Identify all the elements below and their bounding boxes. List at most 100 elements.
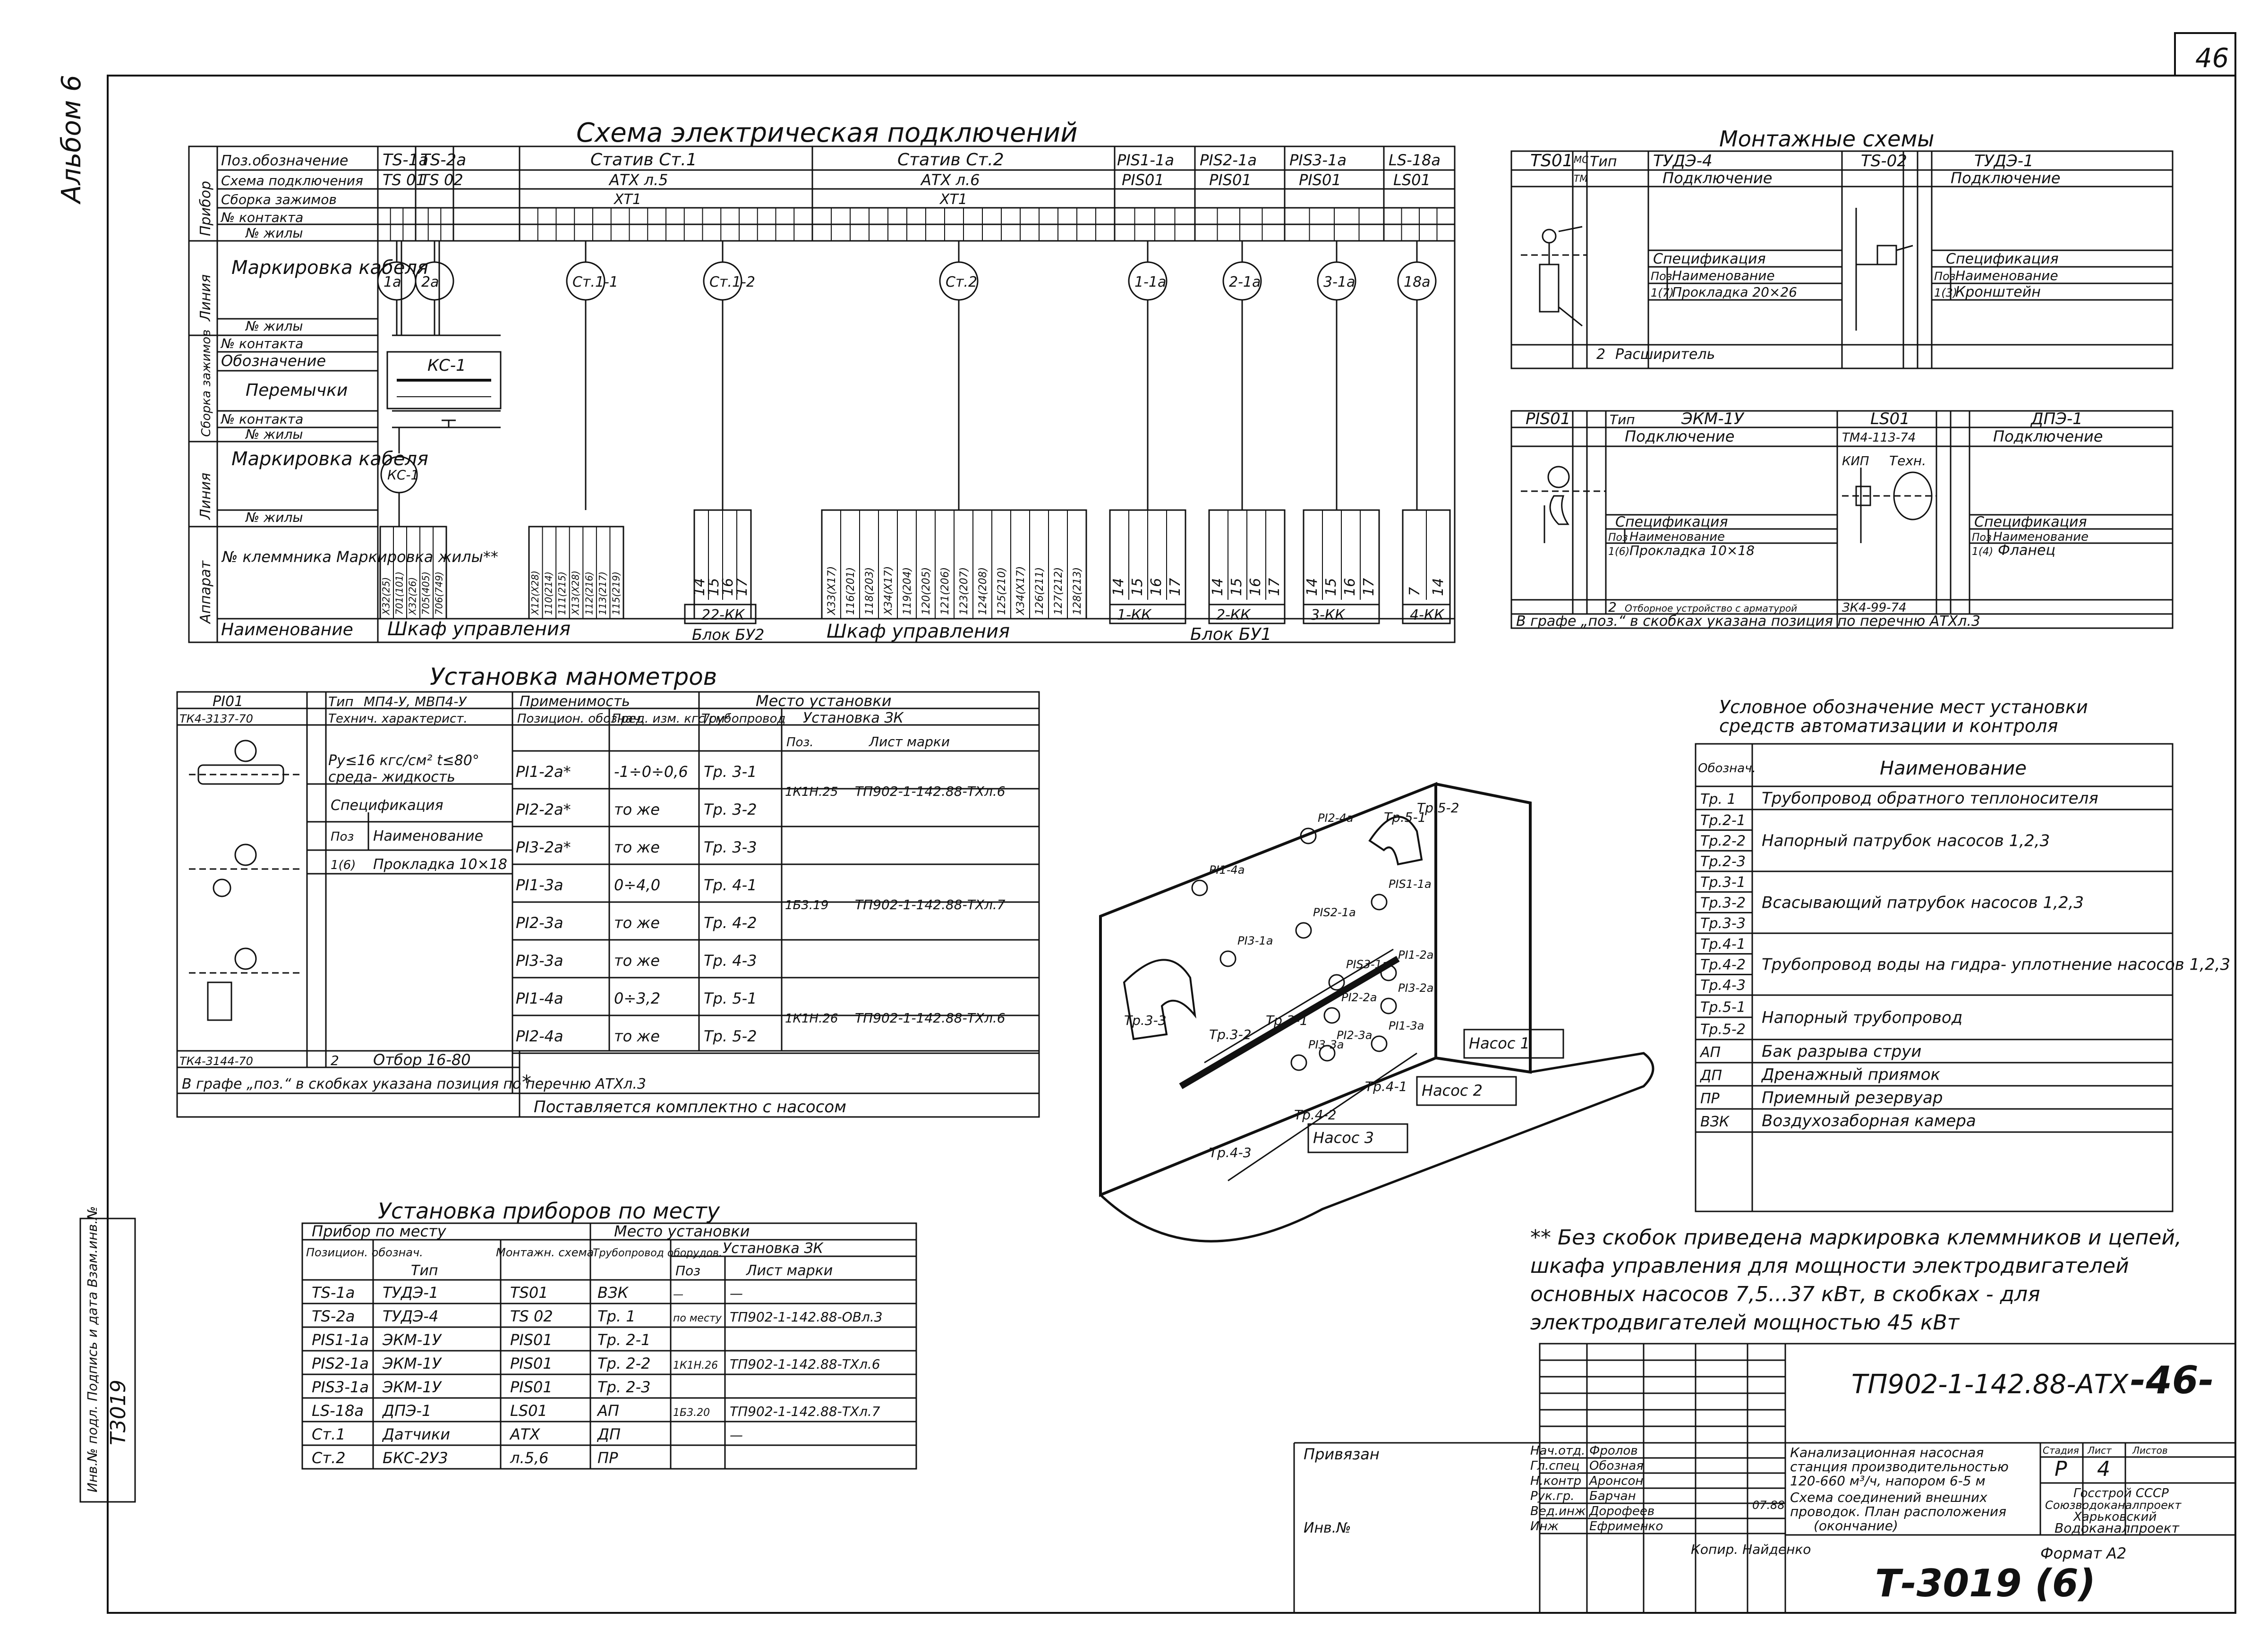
mano-pipe: Тр. 4-2	[704, 914, 757, 932]
iso-instrument-label: PI1-4а	[1209, 863, 1245, 877]
cable-label: Ст.1-2	[709, 274, 755, 290]
cabinet-label: Шкаф управления	[827, 621, 1010, 642]
group-label: Сборка зажимов	[199, 330, 213, 437]
dev-pos: Ст.2	[312, 1449, 346, 1467]
ts01-row1-name: Прокладка 20×26	[1672, 284, 1797, 300]
terminal-label: 123(207)	[958, 567, 970, 615]
iso-instrument-label: PI3-2а	[1398, 981, 1433, 995]
legend-name: Воздухозаборная камера	[1762, 1112, 1976, 1131]
mano-sheet: ТП902-1-142.88-ТХл.7	[855, 897, 1006, 912]
dev-pipe: Тр. 2-1	[597, 1331, 650, 1349]
terminal-label: Х34(Х17)	[1015, 566, 1027, 615]
iso-instrument-label: PI1-2а	[1398, 948, 1433, 962]
iso-instrument	[1219, 950, 1236, 967]
pis01-conn: Подключение	[1625, 427, 1734, 445]
terminal-label: 16	[1247, 578, 1264, 596]
iso-instrument	[1328, 974, 1345, 991]
iso-instrument	[1300, 827, 1317, 844]
terminal-label: 14	[691, 578, 708, 596]
dev-type: ЭКМ-1У	[382, 1378, 443, 1396]
dev-sheet: ТП902-1-142.88-ТХл.7	[730, 1404, 880, 1419]
mano-code-top: ТК4-3137-70	[179, 712, 253, 725]
terminal-label: 120(205)	[921, 567, 932, 615]
mano-range: -1÷0÷0,6	[614, 763, 688, 781]
tb-role: Рук.гр.	[1530, 1489, 1574, 1503]
col-scheme: PIS01	[1122, 171, 1164, 189]
mano-pipe: Тр. 3-3	[704, 838, 757, 856]
dev-inst: —	[673, 1289, 683, 1301]
mano-header: Место установки	[756, 692, 892, 710]
ls01-tech: Техн.	[1889, 453, 1926, 469]
mano-spec-row2: 2	[331, 1053, 339, 1068]
terminal-label: 17	[734, 578, 750, 596]
block-name: 2-КК	[1216, 607, 1251, 623]
ts01-mc: МС	[1574, 154, 1588, 165]
ls01-row1-name: Фланец	[1998, 542, 2055, 559]
mano-range: то же	[614, 914, 660, 932]
album-label: Альбом 6	[56, 75, 87, 204]
terminal-label: 126(211)	[1034, 567, 1046, 615]
mano-spec-row1: 1(6)	[331, 858, 356, 872]
iso-instrument	[1323, 1007, 1340, 1024]
tb-code: ТП902-1-142.88-АТХ	[1851, 1369, 2129, 1400]
dev-pipe: ПР	[597, 1449, 618, 1467]
terminal-cells	[393, 510, 1427, 619]
pis01-type: ЭКМ-1У	[1681, 409, 1745, 428]
iso-pump	[1463, 1029, 1564, 1059]
tb-name: Барчан	[1589, 1489, 1636, 1503]
col-scheme: АТХ л.5	[608, 171, 668, 189]
ts02-pos: TS-02	[1861, 152, 1907, 170]
terminal-label: 14	[1110, 578, 1127, 596]
legend-name: Приемный резервуар	[1762, 1089, 1943, 1108]
wiring-column-headers: TS-1а TS 01 TS-2а TS 02 Статив Ст.1 АТХ …	[383, 150, 1441, 208]
block-name: 1-КК	[1117, 607, 1152, 623]
terminal-box-label: КС-1	[427, 356, 466, 375]
ts01-row2-name: Расширитель	[1615, 346, 1715, 363]
dev-pos: Ст.1	[312, 1425, 346, 1443]
iso-pump	[1416, 1076, 1517, 1106]
tb-role: Инж	[1530, 1519, 1559, 1534]
tb-org: Союзводоканалпроект	[2045, 1499, 2182, 1512]
iso-instrument	[1191, 879, 1208, 896]
note-line: ** Без скобок приведена маркировка клемм…	[1530, 1226, 2182, 1250]
mano-pipe: Тр. 5-2	[704, 1027, 757, 1045]
dev-pipe: Тр. 1	[597, 1307, 636, 1325]
terminal-label: 127(212)	[1053, 567, 1065, 615]
legend-name: Трубопровод воды на гидра- уплотнение на…	[1762, 955, 2230, 974]
ts01-type-label: Тип	[1590, 153, 1617, 170]
block-name: 4-КК	[1410, 607, 1445, 623]
row-label: № контакта	[220, 411, 303, 427]
ls01-subtitle: ТМ4-113-74	[1842, 431, 1916, 445]
ls01-pos: LS01	[1870, 409, 1910, 428]
mano-inst: 1К1Н.25	[785, 785, 838, 799]
devices-headers: Прибор по месту Место установки Позицион…	[306, 1222, 833, 1279]
block-label: Блок БУ1	[1190, 625, 1271, 644]
ts01-col-name: Наименование	[1672, 268, 1775, 283]
devices-title: Установка приборов по месту	[378, 1198, 720, 1224]
dev-pos: PIS1-1а	[312, 1331, 369, 1349]
pis01-row1-pos: 1(6)	[1608, 546, 1629, 558]
legend-code: Тр.4-2	[1700, 956, 1746, 973]
ls01-spec: Спецификация	[1974, 514, 2087, 530]
dev-type: БКС-2У3	[383, 1449, 448, 1467]
mano-footnote-left: В графе „поз.“ в скобках указана позиция…	[182, 1076, 646, 1092]
legend-code: АП	[1699, 1044, 1721, 1061]
iso-instrument-label: PI2-3а	[1337, 1029, 1372, 1042]
row-label: Маркировка кабеля	[231, 257, 428, 279]
pis01-pos: PIS01	[1526, 409, 1570, 428]
legend-code: Тр.3-2	[1700, 895, 1746, 911]
iso-pipe-label: Тр.5-1	[1384, 809, 1426, 825]
ts02-col-name: Наименование	[1955, 268, 2058, 283]
legend-col-name: Наименование	[1880, 758, 2027, 779]
legend-code: Тр.2-1	[1700, 812, 1746, 829]
mano-pos: PI1-4а	[516, 989, 563, 1007]
side-stamp-text: Т3019	[106, 1380, 130, 1445]
iso-pipe-label: Тр.4-2	[1294, 1107, 1337, 1123]
terminal-label: Х34(Х17)	[883, 566, 895, 615]
col-scheme: PIS01	[1209, 171, 1252, 189]
iso-pipe-label: Тр.5-2	[1417, 800, 1459, 816]
tb-privyazan: Привязан	[1304, 1445, 1380, 1463]
iso-pipe-label: Тр.3-2	[1209, 1027, 1252, 1042]
